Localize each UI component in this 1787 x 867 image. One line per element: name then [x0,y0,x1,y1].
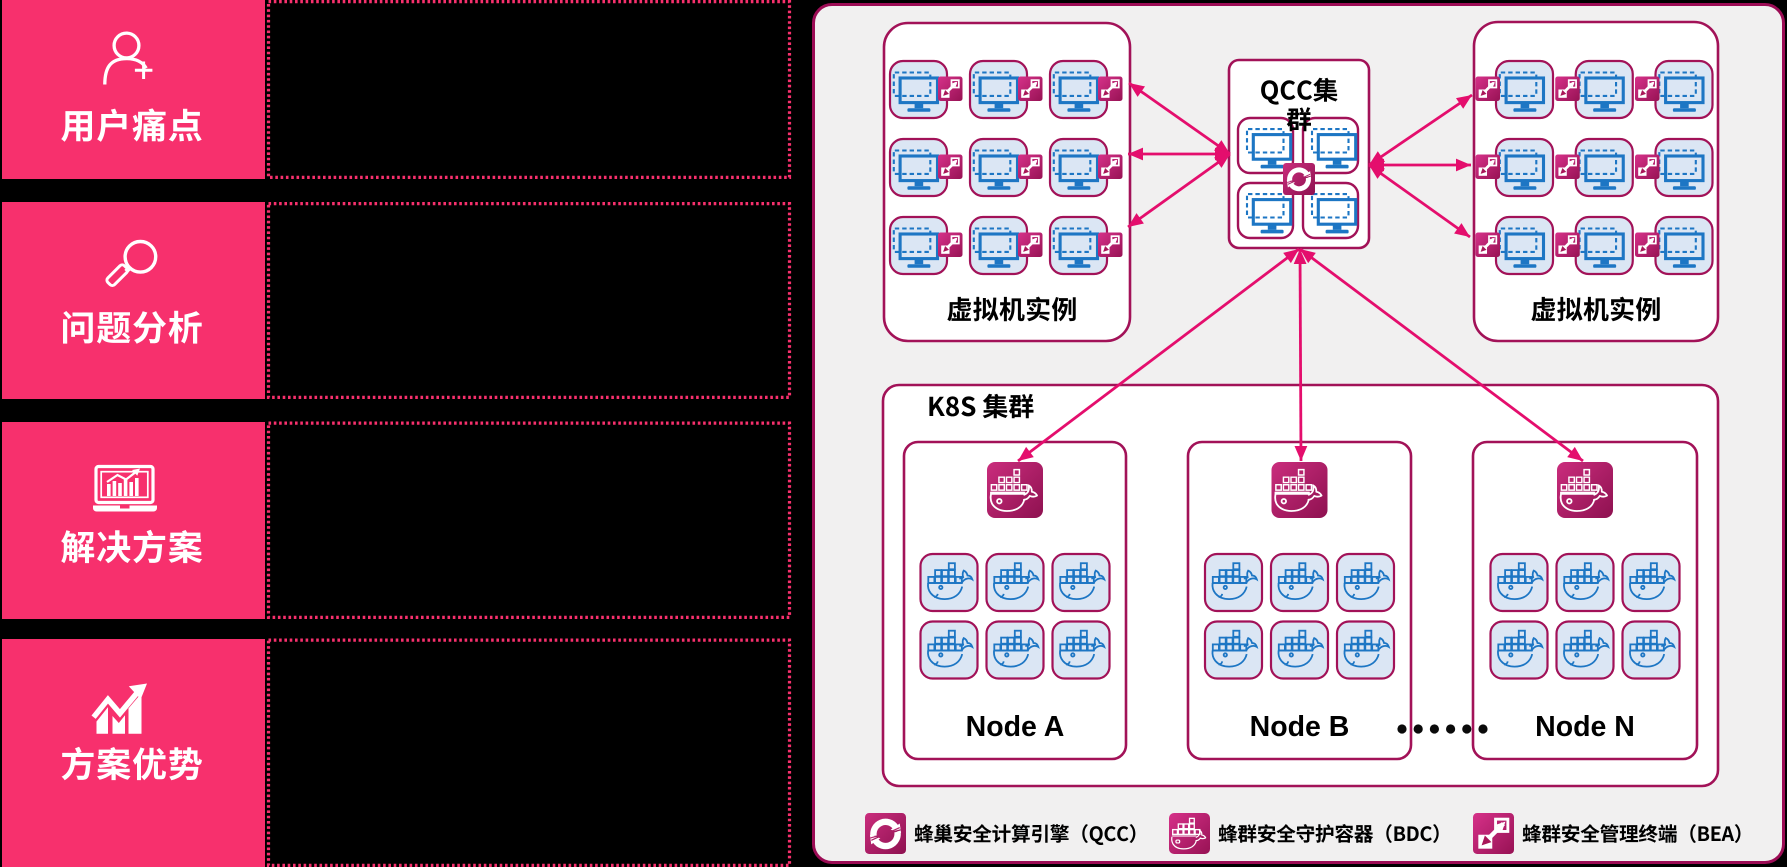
svg-text:Node N: Node N [1535,711,1635,743]
svg-text:Node B: Node B [1250,711,1350,743]
svg-text:Node A: Node A [966,711,1065,743]
